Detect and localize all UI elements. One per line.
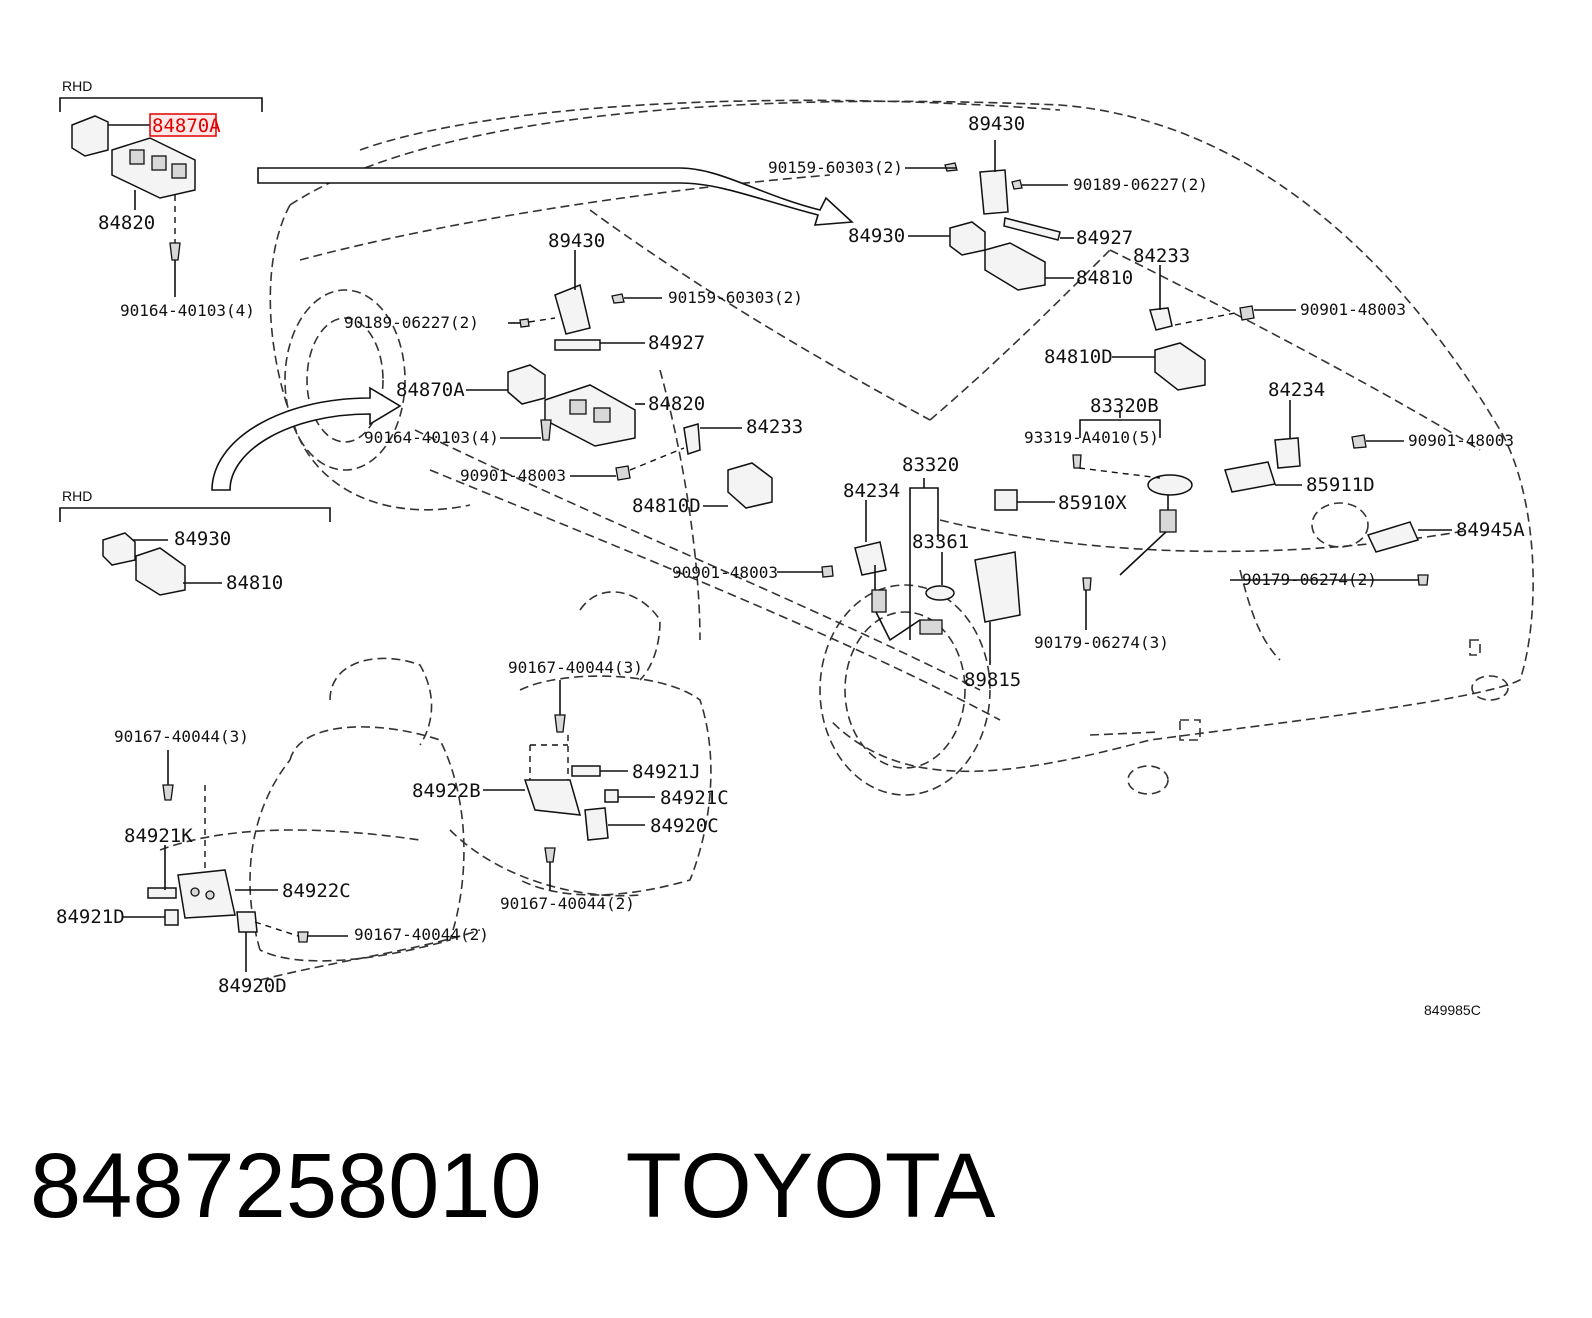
part-label-90189-left[interactable]: 90189-06227(2) — [344, 313, 479, 332]
part-label-85911D[interactable]: 85911D — [1306, 474, 1375, 496]
part-label-89815[interactable]: 89815 — [964, 669, 1021, 691]
leader-lines — [108, 124, 1452, 972]
part-label-84810D-left[interactable]: 84810D — [632, 495, 701, 517]
part-label-84927-upper[interactable]: 84927 — [1076, 227, 1133, 249]
part-label-84922B[interactable]: 84922B — [412, 780, 481, 802]
part-label-90159-upper[interactable]: 90159-60303(2) — [768, 158, 903, 177]
highlight-box — [149, 113, 217, 137]
diagram-code: 849985C — [1424, 1002, 1481, 1018]
part-label-90167-seat-right-top[interactable]: 90167-40044(3) — [508, 658, 643, 677]
part-label-83320[interactable]: 83320 — [902, 454, 959, 476]
part-label-90901-left[interactable]: 90901-48003 — [460, 466, 566, 485]
part-label-84921D[interactable]: 84921D — [56, 906, 125, 928]
part-label-84870A-highlighted[interactable]: 84870A — [152, 115, 221, 137]
part-label-84234-left[interactable]: 84234 — [843, 480, 900, 502]
part-label-90167-seat-right-bottom[interactable]: 90167-40044(2) — [500, 894, 635, 913]
part-label-84945A[interactable]: 84945A — [1456, 519, 1525, 541]
arrow-left — [211, 386, 402, 491]
part-label-84233-right[interactable]: 84233 — [1133, 245, 1190, 267]
part-label-84810-inset[interactable]: 84810 — [226, 572, 283, 594]
part-label-90901-right-lower[interactable]: 90901-48003 — [1408, 431, 1514, 450]
part-label-89430-left[interactable]: 89430 — [548, 230, 605, 252]
rhd-bracket-top — [59, 97, 263, 112]
part-label-90179-center[interactable]: 90179-06274(3) — [1034, 633, 1169, 652]
part-label-84810-upper[interactable]: 84810 — [1076, 267, 1133, 289]
part-label-84920C[interactable]: 84920C — [650, 815, 719, 837]
part-label-84820-left[interactable]: 84820 — [648, 393, 705, 415]
brand-name: TOYOTA — [625, 1135, 996, 1237]
part-label-84810D-right[interactable]: 84810D — [1044, 346, 1113, 368]
part-label-84820-inset[interactable]: 84820 — [98, 212, 155, 234]
part-label-84233-left[interactable]: 84233 — [746, 416, 803, 438]
car-body-outline — [269, 99, 1534, 796]
part-label-83320B[interactable]: 83320B — [1090, 395, 1159, 417]
part-label-84234-right[interactable]: 84234 — [1268, 379, 1325, 401]
part-number: 8487258010 — [30, 1135, 542, 1237]
part-label-93319[interactable]: 93319-A4010(5) — [1024, 428, 1159, 447]
arrow-top — [257, 167, 854, 226]
part-label-90901-right-upper[interactable]: 90901-48003 — [1300, 300, 1406, 319]
part-label-84927-left[interactable]: 84927 — [648, 332, 705, 354]
part-label-84930-upper[interactable]: 84930 — [848, 225, 905, 247]
part-label-90164-left[interactable]: 90164-40103(4) — [364, 428, 499, 447]
seat-outline — [159, 591, 712, 981]
part-label-84920D[interactable]: 84920D — [218, 975, 287, 997]
part-label-90159-left[interactable]: 90159-60303(2) — [668, 288, 803, 307]
part-label-90179-right[interactable]: 90179-06274(2) — [1242, 570, 1377, 589]
part-label-84921J[interactable]: 84921J — [632, 761, 701, 783]
rhd-header-top: RHD — [62, 78, 92, 94]
part-label-84922C[interactable]: 84922C — [282, 880, 351, 902]
part-label-90189-upper[interactable]: 90189-06227(2) — [1073, 175, 1208, 194]
part-label-84921K[interactable]: 84921K — [124, 825, 193, 847]
part-label-89430-upper[interactable]: 89430 — [968, 113, 1025, 135]
part-shapes — [71, 115, 1429, 943]
part-label-90901-lower[interactable]: 90901-48003 — [672, 563, 778, 582]
part-label-83361[interactable]: 83361 — [912, 531, 969, 553]
part-label-90164-inset[interactable]: 90164-40103(4) — [120, 301, 255, 320]
part-label-90167-seat-left-bottom[interactable]: 90167-40044(2) — [354, 925, 489, 944]
part-label-84870A-left[interactable]: 84870A — [396, 379, 465, 401]
part-label-84921C[interactable]: 84921C — [660, 787, 729, 809]
rhd-header-bottom: RHD — [62, 488, 92, 504]
part-label-90167-seat-left-top[interactable]: 90167-40044(3) — [114, 727, 249, 746]
part-label-85910X[interactable]: 85910X — [1058, 492, 1127, 514]
rhd-bracket-bottom — [59, 507, 331, 522]
part-label-84930-inset[interactable]: 84930 — [174, 528, 231, 550]
